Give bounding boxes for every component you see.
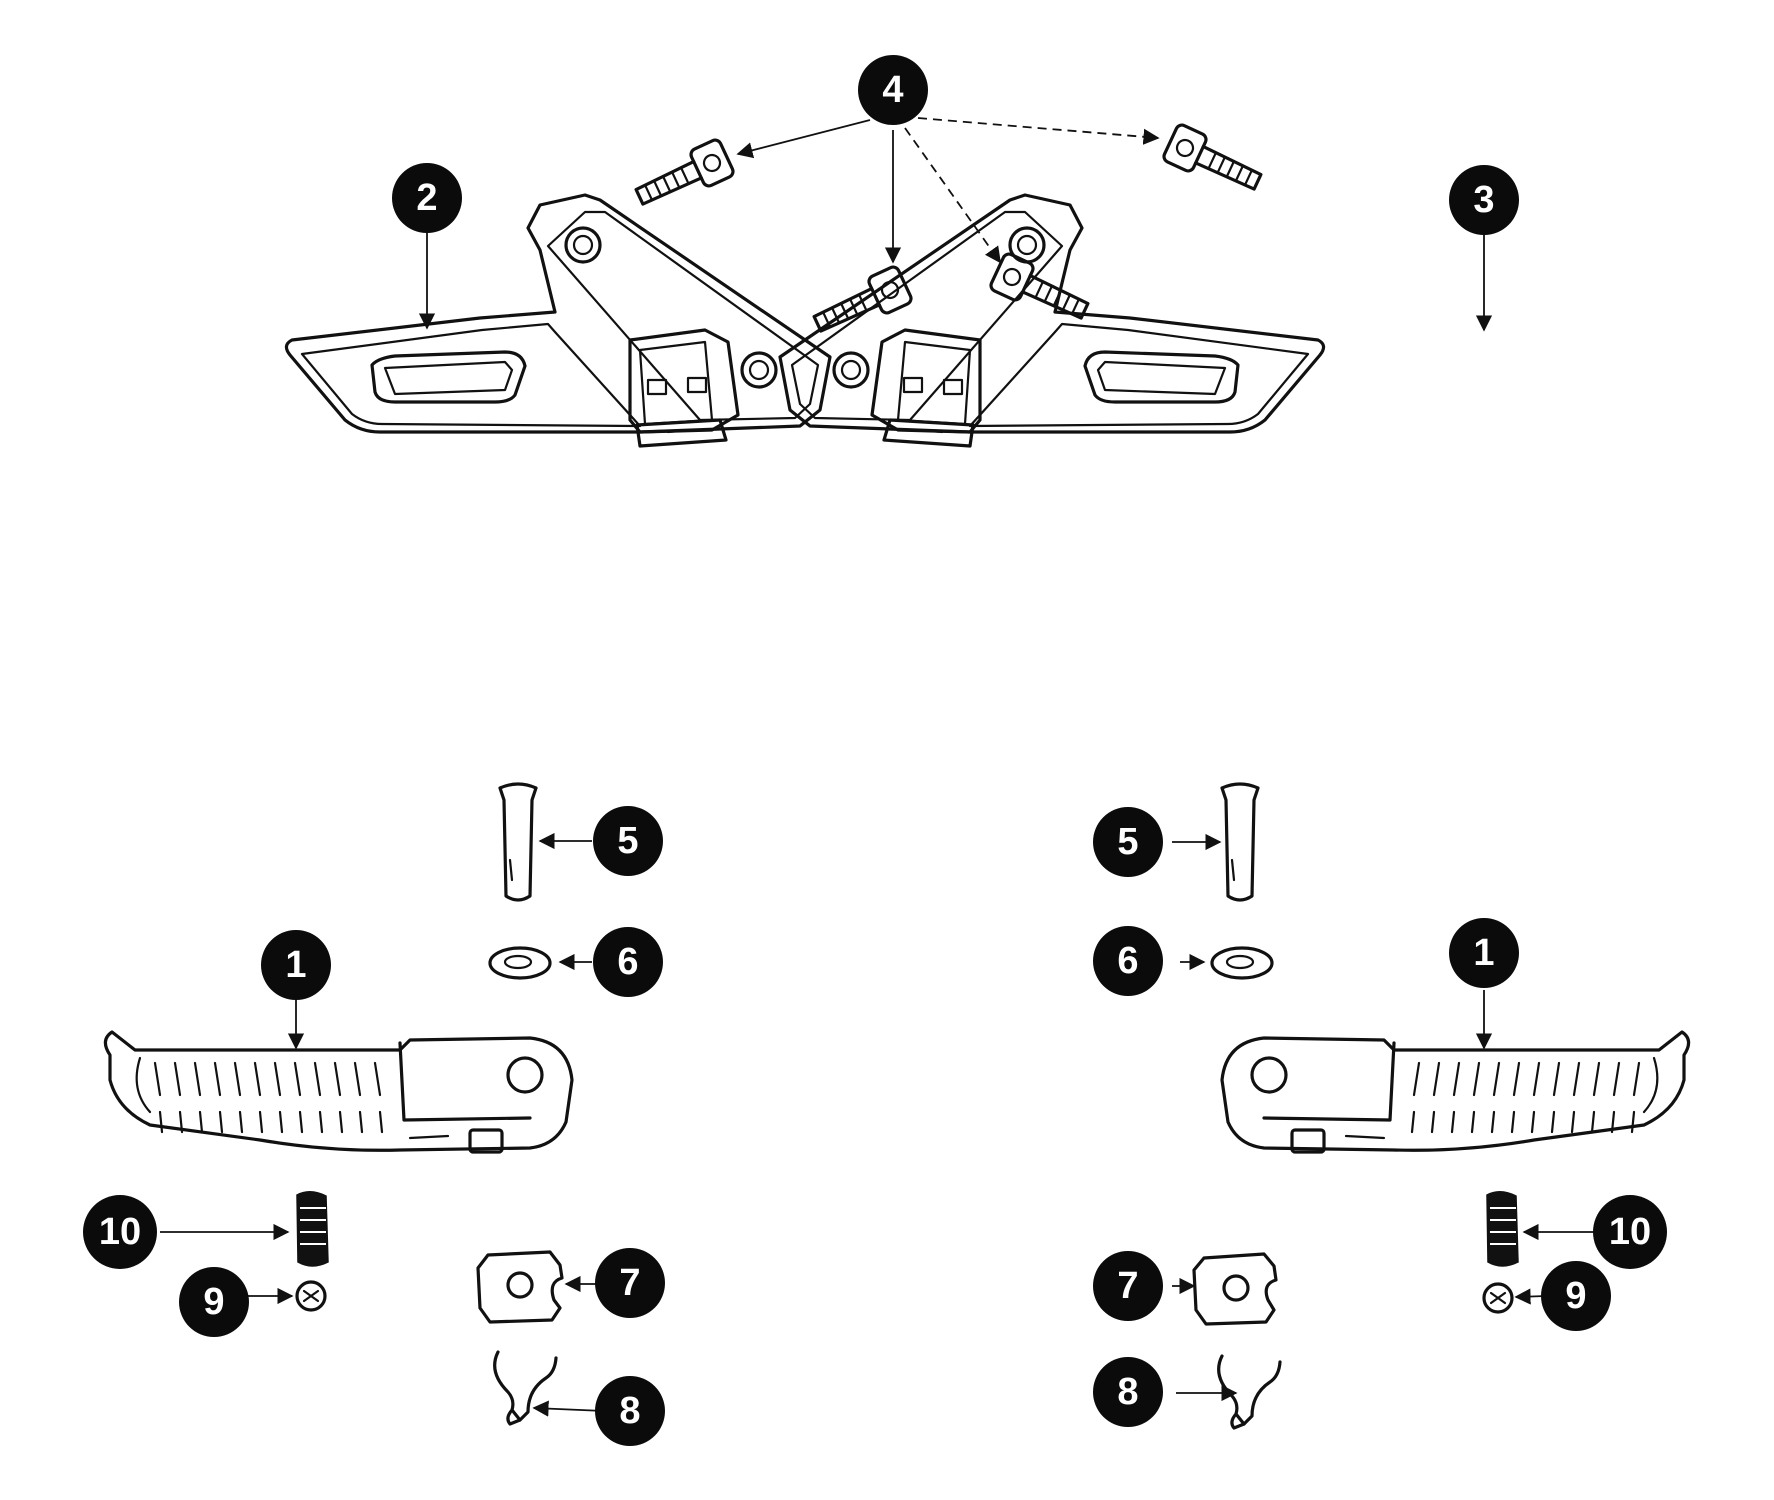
left-washer	[488, 946, 552, 980]
left-pin	[498, 782, 538, 902]
callout-9-left: 9	[179, 1267, 249, 1337]
callout-5-right: 5	[1093, 807, 1163, 877]
callout-5-left: 5	[593, 806, 663, 876]
right-footpeg	[1220, 1030, 1691, 1154]
callout-8-left: 8	[595, 1376, 665, 1446]
callout-7-left: 7	[595, 1248, 665, 1318]
left-lock-plate	[476, 1250, 564, 1324]
callout-9-right: 9	[1541, 1261, 1611, 1331]
callout-1-left-label: 1	[285, 944, 306, 986]
left-detent-ball	[295, 1280, 327, 1312]
callout-10-left-label: 10	[99, 1211, 141, 1253]
callout-3-label: 3	[1473, 179, 1494, 221]
callout-5-right-label: 5	[1117, 821, 1138, 863]
callout-3: 3	[1449, 165, 1519, 235]
bolt-c	[989, 252, 1090, 320]
callout-10-left: 10	[83, 1195, 157, 1269]
callout-1-right: 1	[1449, 918, 1519, 988]
callout-6-left: 6	[593, 927, 663, 997]
callout-2: 2	[392, 163, 462, 233]
callout-1-right-label: 1	[1473, 932, 1494, 974]
bolt-a	[634, 138, 735, 206]
left-knurled-pin	[296, 1191, 329, 1267]
callout-9-right-label: 9	[1565, 1275, 1586, 1317]
right-pin	[1220, 782, 1260, 902]
callout-9-left-label: 9	[203, 1281, 224, 1323]
right-spring-clip	[1217, 1354, 1282, 1430]
bolt-d	[1162, 123, 1263, 191]
right-knurled-pin	[1486, 1191, 1519, 1267]
callout-8-right-label: 8	[1117, 1371, 1138, 1413]
left-spring-clip	[493, 1350, 558, 1426]
callout-6-right-label: 6	[1117, 940, 1138, 982]
callout-6-right: 6	[1093, 926, 1163, 996]
left-hanger-bracket	[284, 193, 832, 448]
callout-10-right: 10	[1593, 1195, 1667, 1269]
callout-4: 4	[858, 55, 928, 125]
callout-8-left-label: 8	[619, 1390, 640, 1432]
callout-5-left-label: 5	[617, 820, 638, 862]
callout-4-label: 4	[882, 69, 903, 111]
left-footpeg	[103, 1030, 574, 1154]
right-washer	[1210, 946, 1274, 980]
left-footpeg-grip	[153, 1061, 384, 1134]
right-hanger-bracket	[778, 193, 1326, 448]
callout-7-right-label: 7	[1117, 1265, 1138, 1307]
callout-7-left-label: 7	[619, 1262, 640, 1304]
callout-10-right-label: 10	[1609, 1211, 1651, 1253]
callout-1-left: 1	[261, 930, 331, 1000]
bolt-b	[812, 265, 913, 333]
callout-2-label: 2	[416, 177, 437, 219]
right-detent-ball	[1482, 1282, 1514, 1314]
right-lock-plate	[1192, 1252, 1278, 1326]
callout-8-right: 8	[1093, 1357, 1163, 1427]
right-footpeg-grip	[1410, 1061, 1641, 1134]
callout-6-left-label: 6	[617, 941, 638, 983]
callout-7-right: 7	[1093, 1251, 1163, 1321]
